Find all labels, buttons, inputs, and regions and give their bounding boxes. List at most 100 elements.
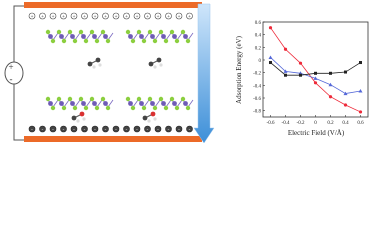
svg-text:-: -: [105, 128, 107, 133]
figure: + - ++++++++++++++++ ---------------- 0.…: [4, 2, 369, 144]
svg-text:+: +: [52, 15, 55, 20]
green-atom: [83, 105, 89, 111]
positive-charge: +: [112, 12, 120, 20]
purple-atom: [139, 101, 144, 106]
green-atom: [180, 96, 186, 102]
x-tick-label: -0.2: [297, 121, 305, 126]
data-point: [343, 91, 348, 96]
monolayer-sheet: [45, 29, 114, 44]
svg-text:+: +: [178, 15, 181, 20]
green-atom: [152, 105, 158, 111]
positive-charge: +: [133, 12, 141, 20]
purple-atom: [103, 101, 108, 106]
svg-text:-: -: [42, 128, 44, 133]
data-point: [283, 47, 288, 51]
green-atom: [89, 96, 95, 102]
green-atom: [67, 96, 73, 102]
green-atom: [141, 105, 147, 111]
green-atom: [45, 29, 51, 35]
green-atom: [185, 105, 191, 111]
y-tick-label: -0.4: [253, 84, 261, 89]
green-atom: [130, 38, 136, 44]
data-point: [329, 71, 332, 75]
y-tick-label: -0.6: [253, 97, 261, 102]
green-atom: [136, 96, 142, 102]
x-tick-label: -0.4: [282, 121, 290, 126]
purple-atom: [150, 101, 155, 106]
positive-charge: +: [28, 12, 36, 20]
svg-text:-: -: [189, 128, 191, 133]
green-atom: [56, 96, 62, 102]
svg-text:+: +: [104, 15, 107, 20]
data-series-3: [269, 61, 362, 77]
negative-charge: -: [91, 125, 99, 133]
data-point: [344, 70, 347, 74]
y-tick-label: -0.8: [253, 110, 261, 115]
data-point: [269, 61, 272, 65]
y-tick-label: -0.2: [253, 72, 261, 77]
green-atom: [94, 105, 100, 111]
data-point: [314, 71, 317, 75]
x-tick-label: 0.2: [327, 121, 334, 126]
green-atom: [83, 38, 89, 44]
data-point: [358, 89, 363, 93]
green-atom: [169, 29, 175, 35]
negative-charge: -: [102, 125, 109, 133]
positive-charge: +: [39, 12, 46, 20]
green-atom: [158, 96, 164, 102]
positive-charge: +: [123, 12, 130, 20]
purple-atom: [161, 101, 166, 106]
positive-charge: +: [144, 12, 151, 20]
svg-text:+: +: [73, 15, 76, 20]
positive-charge: +: [186, 12, 193, 20]
negative-charge: -: [112, 125, 120, 133]
purple-atom: [161, 34, 166, 39]
negative-charge: -: [49, 125, 57, 133]
green-atom: [141, 38, 147, 44]
green-atom: [100, 29, 106, 35]
svg-text:-: -: [126, 128, 128, 133]
green-atom: [78, 29, 84, 35]
data-point: [313, 81, 318, 85]
svg-text:-: -: [73, 128, 75, 133]
green-atom: [130, 105, 136, 111]
schematic: + - ++++++++++++++++ ----------------: [4, 2, 215, 144]
bottom-plate-charges: ----------------: [28, 125, 193, 133]
green-atom: [78, 96, 84, 102]
green-atom: [61, 38, 67, 44]
green-atom: [158, 29, 164, 35]
green-atom: [45, 96, 51, 102]
green-atom: [174, 38, 180, 44]
green-atom: [50, 38, 56, 44]
purple-atom: [172, 34, 177, 39]
green-atom: [100, 96, 106, 102]
electric-field-arrow: [193, 3, 215, 144]
y-tick-label: 0.4: [255, 34, 262, 39]
monolayer-sheet: [45, 96, 114, 111]
purple-atom: [128, 101, 133, 106]
battery-minus-label: -: [10, 74, 13, 84]
purple-atom: [59, 34, 64, 39]
negative-charge: -: [144, 125, 151, 133]
svg-text:+: +: [136, 15, 139, 20]
negative-charge: -: [70, 125, 78, 133]
svg-text:+: +: [188, 15, 191, 20]
x-tick-label: -0.6: [267, 121, 275, 126]
positive-charge: +: [49, 12, 57, 20]
adsorbed-molecule: [87, 57, 102, 69]
positive-charge: +: [60, 12, 67, 20]
negative-charge: -: [28, 125, 36, 133]
negative-charge: -: [133, 125, 141, 133]
data-point: [283, 69, 288, 73]
svg-text:-: -: [115, 128, 117, 133]
adsorbed-molecule: [71, 111, 86, 123]
green-atom: [147, 29, 153, 35]
monolayer-sheet: [125, 96, 194, 111]
y-tick-label: 0.6: [255, 21, 262, 26]
svg-text:-: -: [31, 128, 33, 133]
negative-charge: -: [39, 125, 46, 133]
positive-charge: +: [91, 12, 99, 20]
green-atom: [89, 29, 95, 35]
purple-atom: [172, 101, 177, 106]
